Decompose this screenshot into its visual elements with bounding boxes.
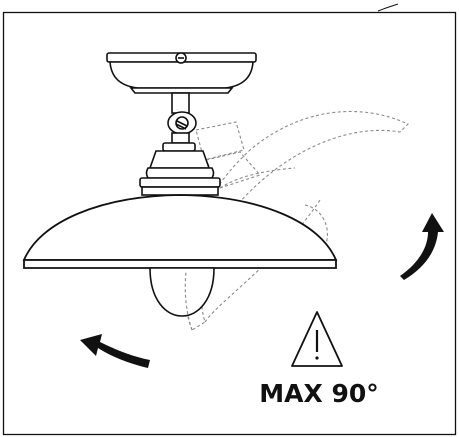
ceiling-canopy (106, 52, 257, 94)
max-angle-label: MAX 90° (259, 379, 379, 408)
lamp-socket (139, 142, 221, 196)
lamp-shade (22, 194, 338, 269)
rotate-arrow-left-icon (80, 334, 150, 368)
glass-bulb (149, 267, 215, 317)
corner-mark (377, 3, 399, 12)
ghost-overlap (184, 271, 193, 331)
lamp-stem (171, 92, 190, 114)
warning-triangle-icon (291, 311, 343, 367)
hinge-knuckle (167, 111, 197, 144)
diagram-frame (2, 11, 457, 436)
rotate-arrow-right-icon (400, 213, 444, 280)
